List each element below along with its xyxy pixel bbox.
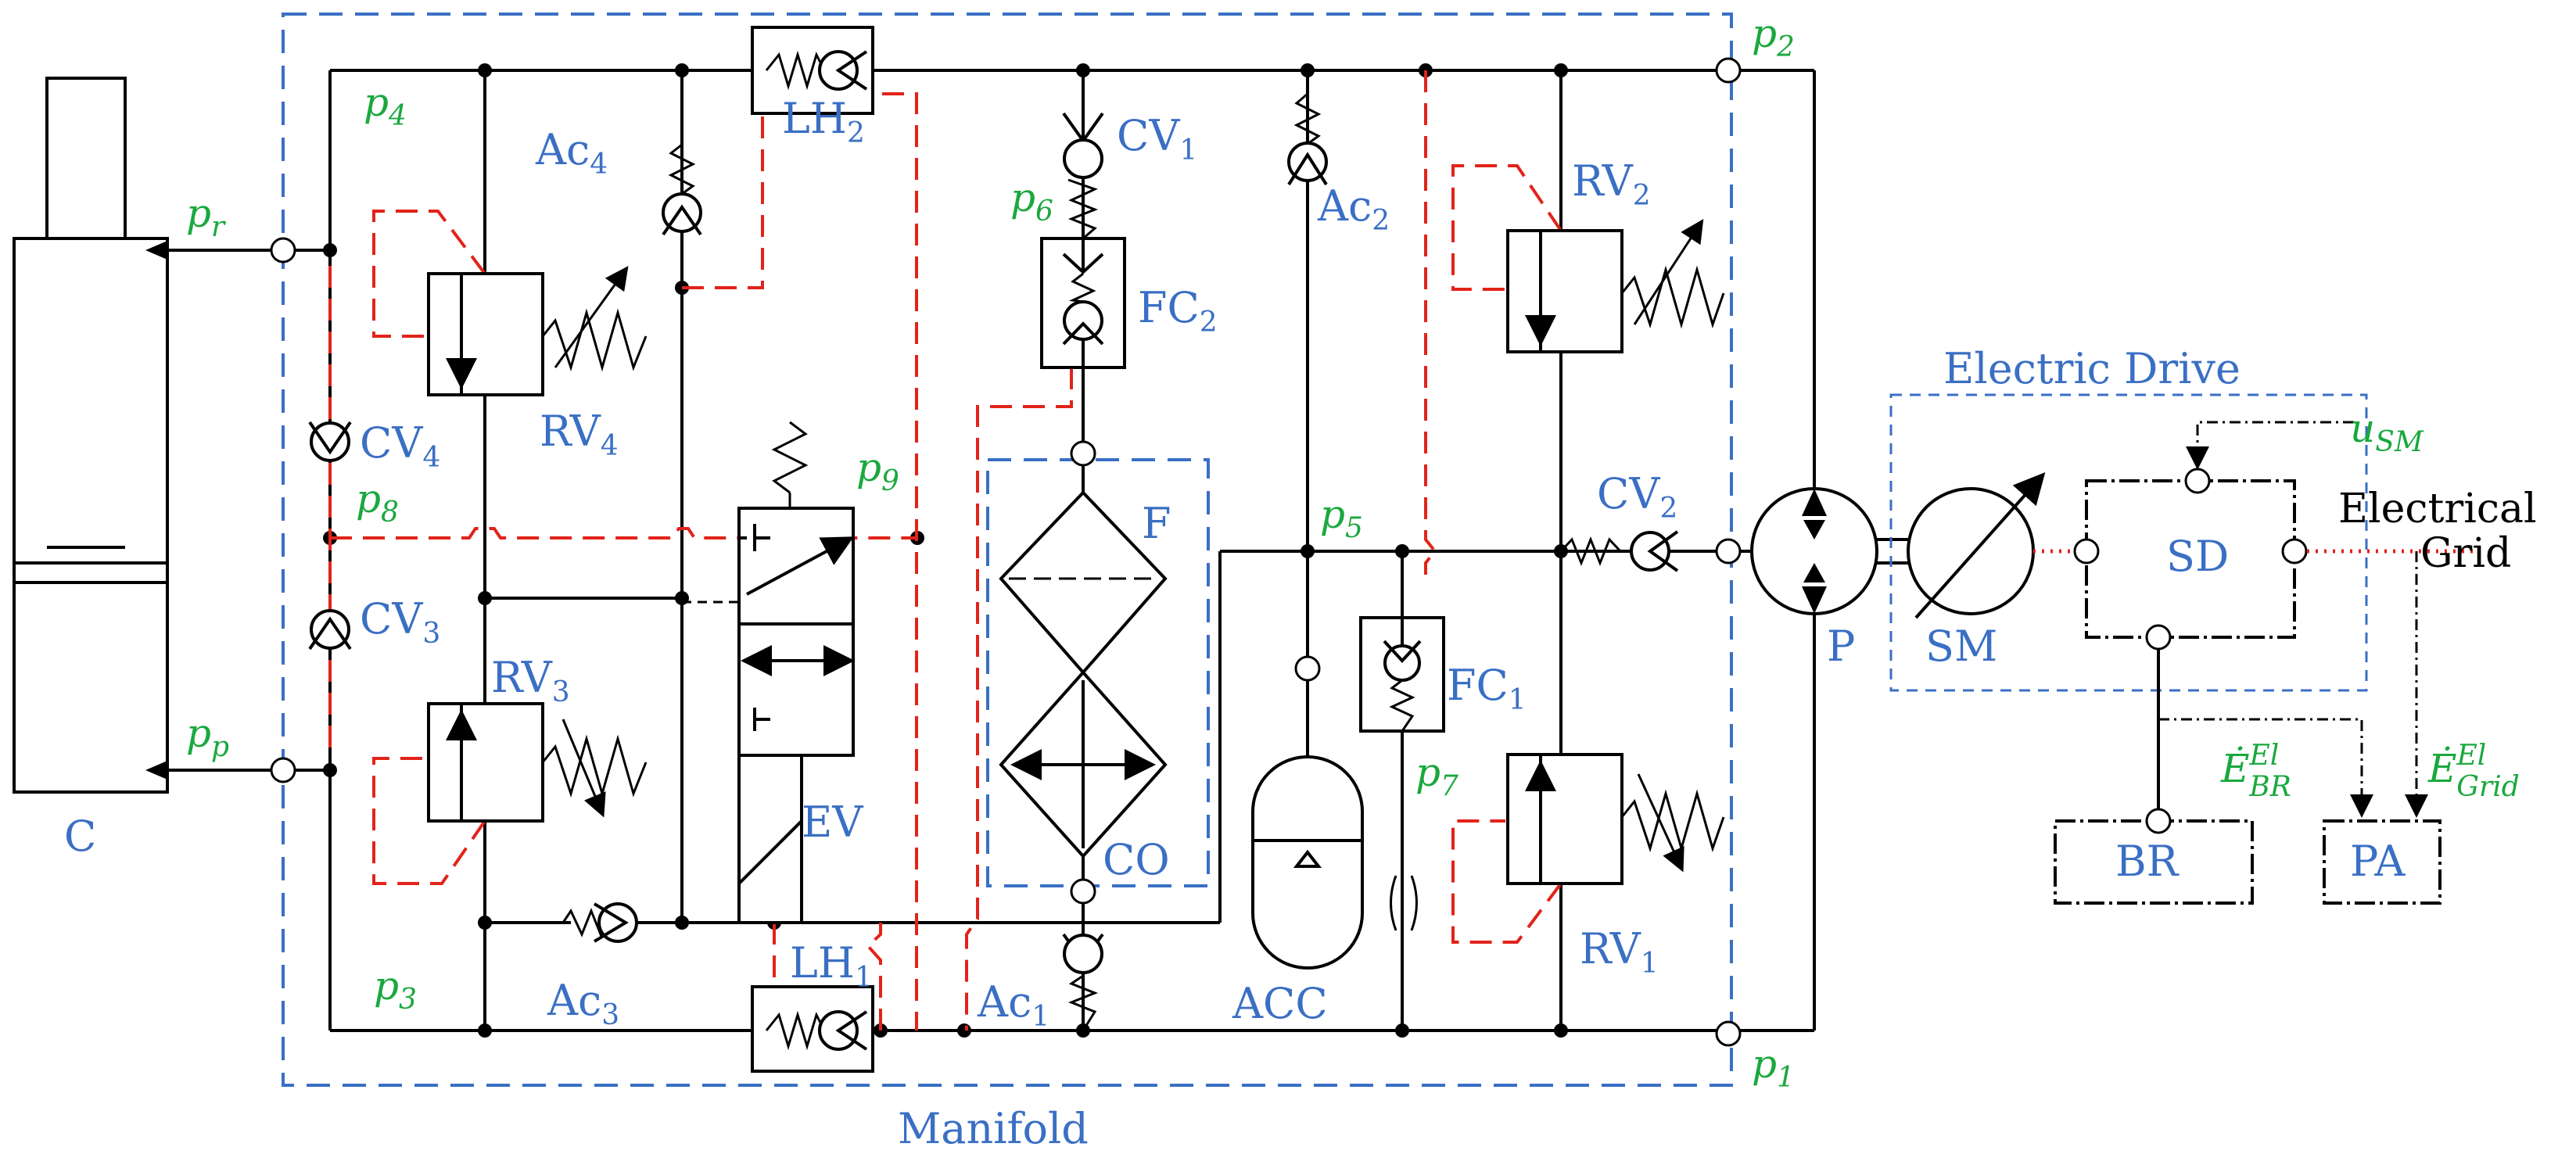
label-ac3: Ac3	[547, 976, 619, 1031]
label-cv2: CV2	[1597, 469, 1677, 525]
power-analyzer-pa	[2323, 819, 2441, 905]
label-electrical: Electrical	[2338, 486, 2537, 532]
label-rv3: RV3	[491, 653, 570, 708]
label-cv4: CV4	[360, 418, 440, 474]
pressure-p2: p2	[1752, 11, 1795, 63]
label-ac1: Ac1	[977, 977, 1049, 1033]
pilot-lines	[328, 70, 1562, 1031]
cooler-co	[999, 669, 1168, 905]
label-sm: SM	[1925, 622, 1997, 671]
port-p2	[1715, 57, 1742, 84]
cylinder-c	[13, 77, 282, 794]
label-lh1: LH1	[790, 938, 873, 994]
label-rv2: RV2	[1572, 156, 1651, 212]
accumulator-acc	[1251, 655, 1418, 970]
brake-resistor-br	[2054, 808, 2254, 905]
signal-usm: uSM	[2350, 406, 2424, 458]
pressure-p8: p8	[356, 476, 399, 529]
pressure-p5: p5	[1320, 492, 1363, 544]
filter-cooler-group	[986, 458, 1210, 887]
label-c: C	[64, 812, 96, 861]
check-valve-ac4	[662, 143, 702, 236]
motor-sm	[1907, 472, 2046, 619]
flow-control-fc2	[1040, 237, 1126, 369]
label-co: CO	[1103, 835, 1170, 884]
valve-lh2	[751, 26, 874, 115]
pressure-p9: p9	[856, 445, 899, 497]
check-valve-cv4	[308, 421, 352, 462]
electrovalve-ev	[682, 421, 855, 924]
label-br: BR	[2115, 837, 2180, 886]
check-valve-ac2	[1287, 92, 1328, 186]
usm-signal-line	[2186, 421, 2354, 470]
pressure-p6: p6	[1010, 175, 1053, 228]
label-ac4: Ac4	[535, 125, 608, 181]
label-fc2: FC2	[1138, 283, 1218, 339]
label-electric-drive: Electric Drive	[1943, 344, 2241, 393]
relief-valve-rv4	[427, 266, 648, 396]
port-p1	[1715, 1020, 1742, 1047]
pressure-pp: pp	[186, 711, 229, 763]
junctions	[323, 63, 1568, 1038]
label-rv4: RV4	[540, 407, 619, 462]
label-acc: ACC	[1232, 979, 1328, 1028]
label-rv1: RV1	[1580, 924, 1659, 980]
pressure-p7: p7	[1415, 750, 1458, 802]
ebr-signal-line	[2158, 718, 2373, 818]
label-fc1: FC1	[1447, 661, 1527, 716]
label-ac2: Ac2	[1317, 181, 1390, 237]
filter-f	[999, 440, 1168, 676]
label-sd: SD	[2166, 532, 2229, 581]
label-cv1: CV1	[1117, 111, 1197, 167]
check-valve-ac3	[561, 902, 638, 943]
label-grid: Grid	[2420, 530, 2511, 577]
label-cv3: CV3	[360, 594, 440, 650]
pressure-p4: p4	[364, 80, 407, 132]
port-pr	[270, 237, 296, 263]
relief-valve-rv2	[1506, 218, 1725, 353]
label-ev: EV	[802, 798, 863, 847]
label-manifold: Manifold	[898, 1104, 1089, 1153]
pressure-p1: p1	[1752, 1041, 1795, 1094]
pump-p	[1750, 487, 1908, 615]
port-p5-out	[1715, 538, 1742, 565]
check-valve-cv3	[308, 609, 352, 651]
check-valve-cv2	[1559, 530, 1717, 572]
check-valve-ac1	[1062, 933, 1104, 1031]
port-pp	[270, 757, 296, 783]
label-pa: PA	[2350, 837, 2406, 886]
pressure-pr: pr	[186, 191, 226, 243]
label-f: F	[1142, 499, 1171, 548]
electric-drive-boundary	[1889, 393, 2368, 692]
label-lh2: LH2	[782, 94, 865, 149]
relief-valve-rv3	[427, 702, 648, 823]
pressure-p3: p3	[374, 963, 417, 1016]
label-p: P	[1827, 622, 1855, 671]
flow-control-fc1	[1359, 616, 1445, 733]
relief-valve-rv1	[1506, 753, 1725, 885]
valve-lh1	[751, 985, 874, 1073]
check-valve-cv1	[1062, 112, 1104, 240]
